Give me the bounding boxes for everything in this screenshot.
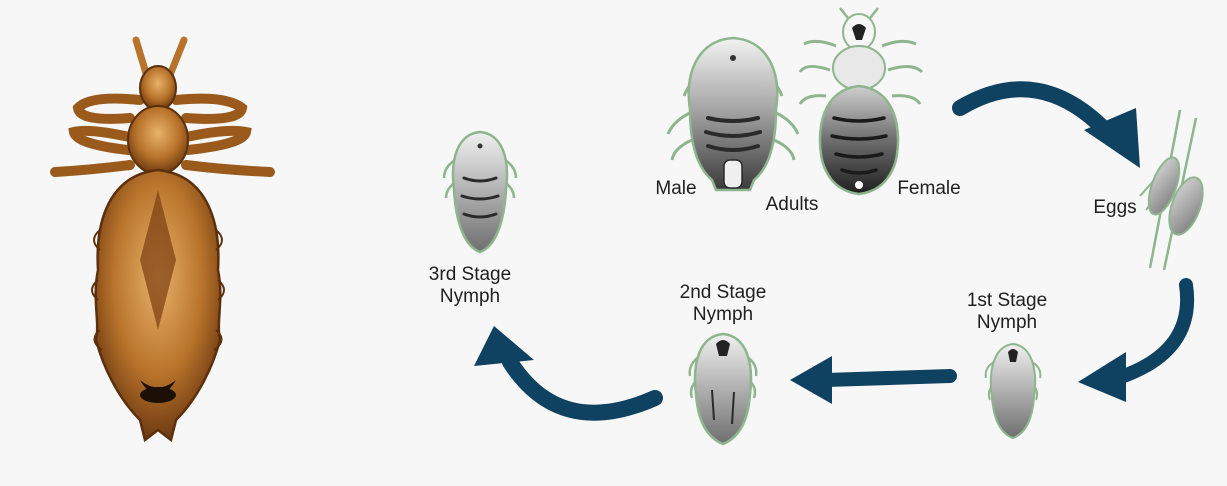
label-third-stage-nymph: 3rd Stage Nymph: [414, 264, 526, 308]
label-female: Female: [884, 178, 974, 200]
second-stage-nymph-illustration: [690, 334, 757, 444]
arrow-first-to-second-stage: [790, 356, 950, 404]
arrow-adults-to-eggs: [960, 89, 1140, 168]
eggs-illustration: [1140, 110, 1209, 270]
label-second-stage-nymph: 2nd Stage Nymph: [664, 282, 782, 326]
third-stage-nymph-illustration: [444, 132, 516, 252]
first-stage-nymph-illustration: [986, 344, 1041, 438]
head-louse-illustration: [55, 40, 270, 440]
female-adult-illustration: [800, 8, 922, 194]
label-adults: Adults: [752, 194, 832, 216]
arrow-second-to-third-stage: [474, 326, 655, 413]
label-first-stage-nymph: 1st Stage Nymph: [952, 290, 1062, 334]
label-male: Male: [646, 178, 706, 200]
label-eggs: Eggs: [1080, 197, 1150, 219]
arrow-eggs-to-first-stage: [1078, 285, 1187, 402]
male-adult-illustration: [668, 38, 798, 190]
